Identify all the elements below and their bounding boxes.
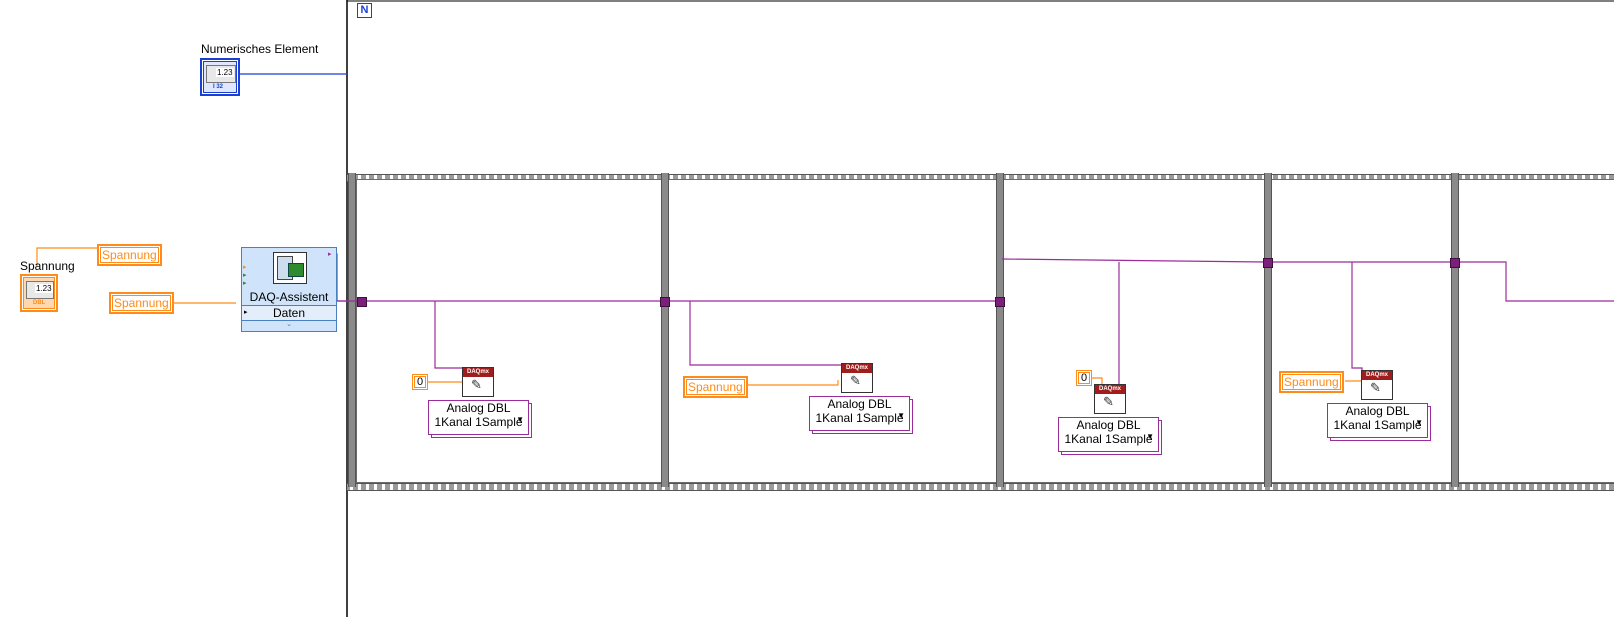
sequence-frame-2[interactable]: [667, 179, 998, 483]
daqmx-header: DAQmx: [1362, 371, 1392, 380]
pencil-icon: ✎: [471, 377, 482, 392]
numeric-constant-zero-frame1[interactable]: 0: [412, 374, 429, 390]
sequence-divider-3: [1264, 173, 1272, 487]
wire-task-branch2: [689, 301, 844, 368]
loop-iteration-terminal[interactable]: N: [357, 3, 372, 18]
sequence-left-edge: [348, 173, 356, 487]
sequence-tunnel-3[interactable]: [1263, 258, 1273, 268]
wire-task-branch4: [1351, 262, 1363, 372]
polymorphic-selector-frame1[interactable]: Analog DBL 1Kanal 1Sample ▼: [428, 400, 529, 435]
indicator-value: 1.23: [216, 68, 234, 77]
daqmx-write-frame4[interactable]: DAQmx ✎: [1361, 370, 1393, 400]
loop-iteration-label: N: [360, 4, 369, 16]
dropdown-arrow-icon: ▼: [1415, 418, 1423, 427]
ring-line2: 1Kanal 1Sample: [815, 411, 904, 425]
sequence-tunnel-1[interactable]: [660, 297, 670, 307]
string-constant-spannung-daq[interactable]: Spannung: [109, 292, 174, 314]
ring-line2: 1Kanal 1Sample: [1333, 418, 1422, 432]
daqmx-write-frame1[interactable]: DAQmx ✎: [462, 367, 494, 397]
sequence-bottom-filmstrip: [347, 483, 1614, 491]
ring-line1: Analog DBL: [1345, 404, 1410, 418]
ring-line1: Analog DBL: [827, 397, 892, 411]
sequence-frame-5[interactable]: [1457, 179, 1614, 483]
sequence-divider-4: [1451, 173, 1459, 487]
numeric-indicator[interactable]: 1.23 I 32: [200, 58, 240, 96]
pencil-icon: ✎: [1103, 394, 1114, 409]
control-value: 1.23: [35, 284, 53, 293]
sequence-tunnel-in[interactable]: [357, 297, 367, 307]
ring-line2: 1Kanal 1Sample: [1064, 432, 1153, 446]
daqmx-write-frame3[interactable]: DAQmx ✎: [1094, 384, 1126, 414]
daq-assistant-terminal[interactable]: Daten: [272, 306, 306, 320]
sequence-divider-1: [661, 173, 669, 487]
control-label: Spannung: [20, 259, 75, 273]
pencil-icon: ✎: [850, 373, 861, 388]
daq-assistant-icon: [273, 252, 307, 284]
indicator-label: Numerisches Element: [201, 42, 319, 56]
polymorphic-selector-frame2[interactable]: Analog DBL 1Kanal 1Sample ▼: [809, 396, 910, 431]
string-constant-spannung-top[interactable]: Spannung: [97, 244, 162, 266]
wire-string-frame2: [748, 380, 839, 386]
daqmx-header: DAQmx: [463, 368, 493, 377]
ring-line2: 1Kanal 1Sample: [434, 415, 523, 429]
daqmx-header: DAQmx: [842, 364, 872, 373]
polymorphic-selector-frame3[interactable]: Analog DBL 1Kanal 1Sample ▼: [1058, 417, 1159, 452]
dropdown-arrow-icon: ▼: [897, 411, 905, 420]
pencil-icon: ✎: [1370, 380, 1381, 395]
sequence-tunnel-2[interactable]: [995, 297, 1005, 307]
daq-assistant-node[interactable]: ▸ ▸ ▸ ▸ DAQ-Assistent ▸ Daten ⌄: [241, 247, 337, 332]
daq-assistant-title: DAQ-Assistent: [249, 290, 329, 304]
ring-line1: Analog DBL: [446, 401, 511, 415]
numeric-constant-zero-frame3[interactable]: 0: [1076, 370, 1093, 386]
dropdown-arrow-icon: ▼: [516, 415, 524, 424]
chevron-down-icon[interactable]: ⌄: [286, 321, 292, 328]
string-constant-spannung-frame2[interactable]: Spannung: [683, 376, 748, 398]
indicator-type: I 32: [213, 84, 224, 90]
ring-line1: Analog DBL: [1076, 418, 1141, 432]
wire-task-branch1: [434, 301, 464, 372]
daqmx-write-frame2[interactable]: DAQmx ✎: [841, 363, 873, 393]
daqmx-header: DAQmx: [1095, 385, 1125, 394]
dropdown-arrow-icon: ▼: [1146, 432, 1154, 441]
sequence-tunnel-4[interactable]: [1450, 258, 1460, 268]
wire-string-control: [36, 247, 97, 266]
wire-task-frame3: [1001, 258, 1266, 263]
sequence-divider-2: [996, 173, 1004, 487]
polymorphic-selector-frame4[interactable]: Analog DBL 1Kanal 1Sample ▼: [1327, 403, 1428, 438]
wire-task-frame5: [1457, 261, 1614, 302]
numeric-control[interactable]: 1.23 DBL: [20, 274, 58, 312]
string-constant-spannung-frame4[interactable]: Spannung: [1279, 371, 1344, 393]
control-type: DBL: [33, 300, 46, 306]
